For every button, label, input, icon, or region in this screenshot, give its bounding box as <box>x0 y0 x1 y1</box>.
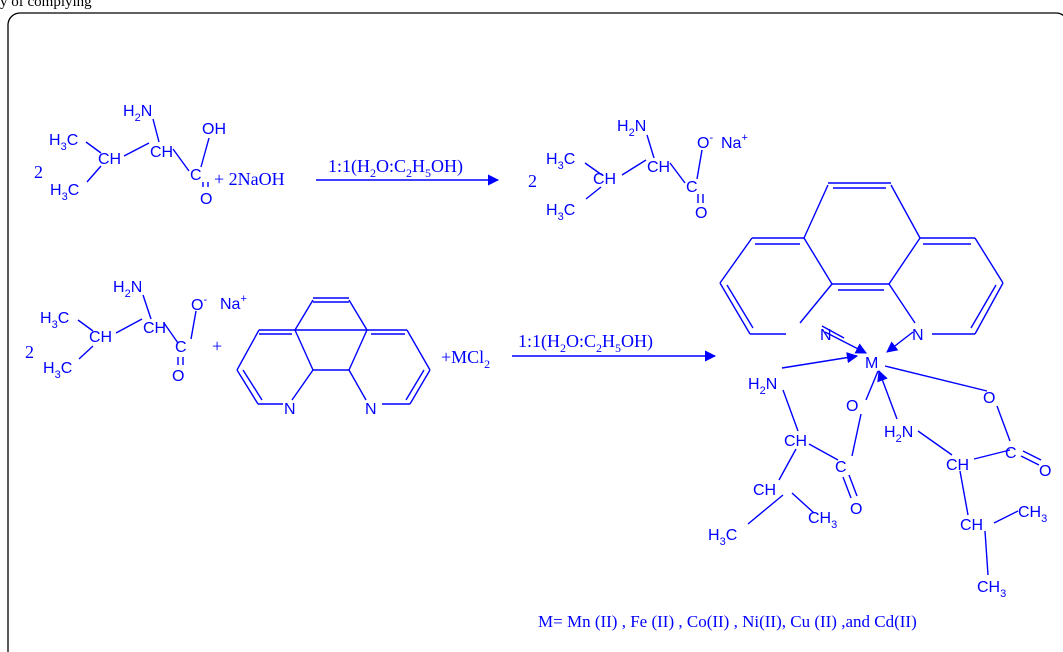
label-ch: CH <box>647 159 670 176</box>
label-na-plus: Na+ <box>721 132 748 152</box>
label-c: C <box>175 339 187 356</box>
label-h2n: H2N <box>113 279 142 300</box>
label-o: O <box>846 398 858 415</box>
label-n: N <box>820 327 832 344</box>
reagent-naoh: + 2NaOH <box>214 169 285 189</box>
metal-list-footnote: M= Mn (II) , Fe (II) , Co(II) , Ni(II), … <box>538 612 917 631</box>
label-o: O <box>695 205 707 222</box>
label-h2n: H2N <box>748 376 777 397</box>
label-ch3: CH3 <box>1018 504 1047 525</box>
label-ch: CH <box>593 171 616 188</box>
label-o-minus: O- <box>191 294 207 314</box>
coefficient-2-r2: 2 <box>25 342 34 362</box>
label-c: C <box>190 167 202 184</box>
plus-sign: + <box>212 336 222 356</box>
label-c: C <box>686 179 698 196</box>
label-o: O <box>983 390 995 407</box>
label-h3c: H3C <box>546 151 575 172</box>
reagent-mcl2: +MCl2 <box>441 347 490 371</box>
label-o: O <box>850 501 862 518</box>
label-ch: CH <box>946 457 969 474</box>
label-c: C <box>1005 445 1017 462</box>
label-h3c: H3C <box>50 182 79 203</box>
label-c: C <box>835 459 847 476</box>
label-h2n: H2N <box>617 118 646 139</box>
label-ch: CH <box>143 320 166 337</box>
label-ch3: CH3 <box>977 579 1006 600</box>
scheme-border <box>7 12 1063 652</box>
label-na-plus: Na+ <box>220 293 247 313</box>
label-h2n: H2N <box>123 103 152 124</box>
label-n: N <box>912 327 924 344</box>
label-ch: CH <box>753 482 776 499</box>
label-o: O <box>1039 463 1051 480</box>
label-o-minus: O- <box>697 132 713 152</box>
coefficient-2-product-r1: 2 <box>528 171 537 191</box>
conditions-label-r1: 1:1(H2O:C2H5OH) <box>328 156 463 180</box>
label-ch3: CH3 <box>808 510 837 531</box>
label-o: O <box>172 368 184 385</box>
label-n: N <box>284 401 296 418</box>
label-ch: CH <box>960 517 983 534</box>
label-h2n: H2N <box>884 424 913 445</box>
label-ch: CH <box>98 151 121 168</box>
label-oh: OH <box>202 121 226 138</box>
label-metal-m: M <box>865 355 878 372</box>
label-h3c: H3C <box>708 527 737 548</box>
bond-lines <box>77 118 1042 576</box>
label-h3c: H3C <box>40 310 69 331</box>
label-o: O <box>200 191 212 208</box>
conditions-label-r2: 1:1(H2O:C2H5OH) <box>518 331 653 355</box>
label-h3c: H3C <box>43 360 72 381</box>
label-ch: CH <box>89 329 112 346</box>
label-ch: CH <box>784 433 807 450</box>
coefficient-2-r1: 2 <box>34 162 43 182</box>
label-n: N <box>365 401 377 418</box>
label-ch: CH <box>150 144 173 161</box>
label-h3c: H3C <box>49 132 78 153</box>
label-h3c: H3C <box>546 202 575 223</box>
top-caption: y of complying <box>0 0 92 10</box>
